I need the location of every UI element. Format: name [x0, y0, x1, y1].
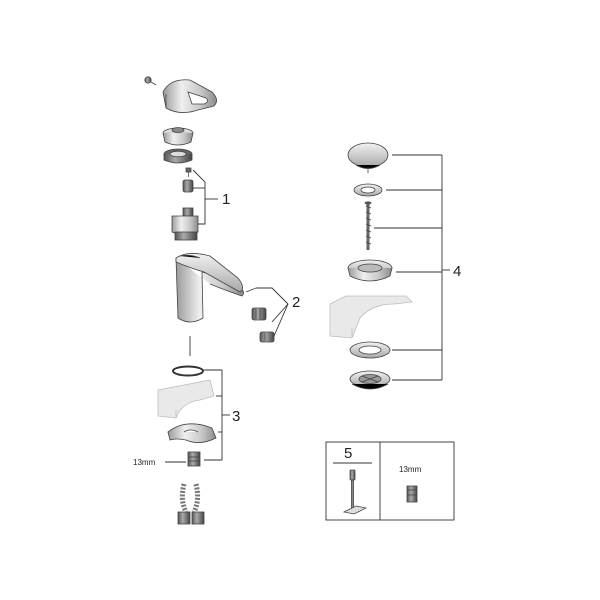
o-ring-part: [172, 336, 204, 377]
countertop-section-part: [157, 379, 215, 419]
drain-top-flange-part: [347, 259, 393, 282]
callout-3-leader: [204, 369, 230, 461]
cartridge-insert-part: [182, 179, 194, 193]
fixing-nut-part: [187, 451, 201, 467]
callout-3-label: 3: [232, 408, 240, 425]
tools-box: [325, 441, 455, 521]
callout-4-leader: [374, 154, 450, 381]
drain-lower-seal-part: [349, 341, 391, 359]
callout-4-label: 4: [453, 263, 461, 280]
popup-plug-cap-part: [347, 142, 389, 173]
callout-2-leader: [256, 287, 289, 337]
aerator-ring-part: [245, 287, 257, 293]
fixing-plate-part: [167, 423, 217, 443]
aerator-part: [251, 307, 267, 321]
threaded-ring-part: [163, 148, 193, 164]
nut-size-label-left: 13mm: [133, 458, 156, 467]
faucet-body-part: [175, 253, 244, 323]
nut-size-label-box: 13mm: [399, 465, 422, 474]
threaded-rod-part: [364, 201, 372, 250]
cover-cap-part: [162, 127, 194, 146]
drain-body-part: [349, 370, 391, 390]
flexible-hoses-part: [177, 483, 205, 525]
plug-seal-part: [353, 183, 383, 197]
aerator-key-part: [259, 331, 275, 343]
lever-handle-part: [162, 79, 217, 113]
tiny-screw-part: [185, 167, 192, 177]
nut-tool-part: [406, 485, 418, 503]
callout-1-label: 1: [222, 191, 230, 208]
handle-screw-part: [144, 76, 157, 86]
basin-section-part: [329, 295, 413, 339]
callout-2-label: 2: [292, 294, 300, 311]
key-tool-part: [342, 469, 368, 515]
callout-1-leader: [192, 169, 218, 225]
cartridge-part: [171, 207, 199, 241]
callout-5-label: 5: [344, 445, 352, 462]
